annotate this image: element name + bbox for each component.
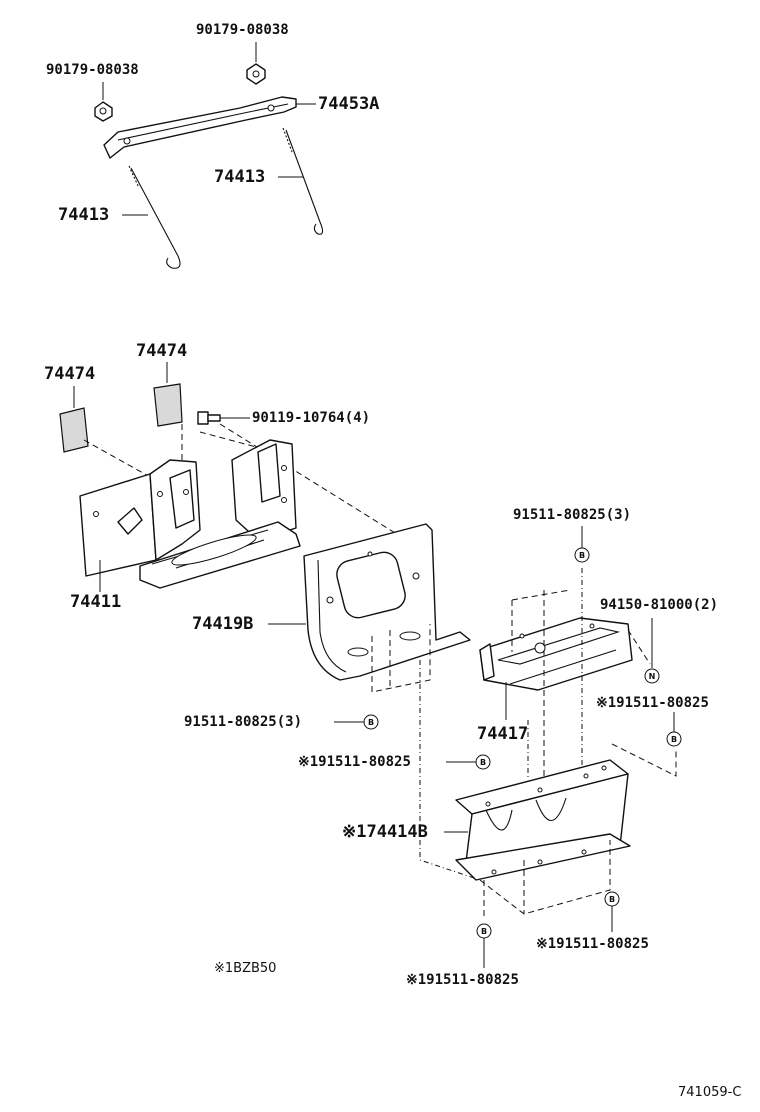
hook-rod-part-right xyxy=(282,127,324,235)
clamp-bar-part xyxy=(103,96,297,159)
bolt-symbol-right: B xyxy=(666,731,682,747)
svg-text:B: B xyxy=(609,895,615,904)
nut-part-top xyxy=(246,63,266,85)
label-nut-b: 90179-08038 xyxy=(46,62,139,78)
label-bolt-bottom-marked: ※191511-80825 xyxy=(406,972,519,988)
label-nut-n: 94150-81000(2) xyxy=(600,597,719,613)
battery-tray-part xyxy=(79,439,301,589)
svg-text:N: N xyxy=(649,672,656,681)
pad-part-left xyxy=(59,407,89,453)
label-bolt: 90119-10764(4) xyxy=(252,410,371,426)
label-tray-small: 74417 xyxy=(477,724,529,744)
label-clamp: 74453A xyxy=(318,94,380,114)
bolt-symbol-top: B xyxy=(574,547,590,563)
label-bolt-right-marked: ※191511-80825 xyxy=(596,695,709,711)
pad-part-right xyxy=(153,383,183,427)
bracket-part-b xyxy=(303,523,471,681)
label-pad-right: 74474 xyxy=(136,341,188,361)
label-bolt-left: 91511-80825(3) xyxy=(184,714,303,730)
bolt-part-small xyxy=(197,411,221,425)
small-tray-part xyxy=(479,617,633,691)
svg-text:B: B xyxy=(481,927,487,936)
bolt-symbol-mid: B xyxy=(475,754,491,770)
label-figure-code: 741059-C xyxy=(678,1085,742,1100)
svg-text:B: B xyxy=(579,551,585,560)
bolt-symbol-left: B xyxy=(363,714,379,730)
svg-text:B: B xyxy=(480,758,486,767)
label-tray: 74411 xyxy=(70,592,122,612)
label-bolt-mid-marked: ※191511-80825 xyxy=(298,754,411,770)
hook-rod-part-left xyxy=(128,165,181,269)
bolt-symbol-bottom: B xyxy=(476,923,492,939)
nut-part-left xyxy=(94,101,113,122)
label-stand-b: ※174414B xyxy=(342,822,428,842)
svg-text:B: B xyxy=(368,718,374,727)
bolt-symbol-bottom-right: B xyxy=(604,891,620,907)
label-rod-left: 74413 xyxy=(58,205,110,225)
label-rod-right: 74413 xyxy=(214,167,266,187)
label-bolt-top-right: 91511-80825(3) xyxy=(513,507,632,523)
label-nut-a: 90179-08038 xyxy=(196,22,289,38)
label-note: ※1BZB50 xyxy=(214,961,277,976)
nut-symbol-n: N xyxy=(644,668,660,684)
svg-text:B: B xyxy=(671,735,677,744)
label-bolt-bottom-right-marked: ※191511-80825 xyxy=(536,936,649,952)
battery-stand-part-b xyxy=(455,759,631,881)
label-bracket-b: 74419B xyxy=(192,614,254,634)
label-pad-left: 74474 xyxy=(44,364,96,384)
